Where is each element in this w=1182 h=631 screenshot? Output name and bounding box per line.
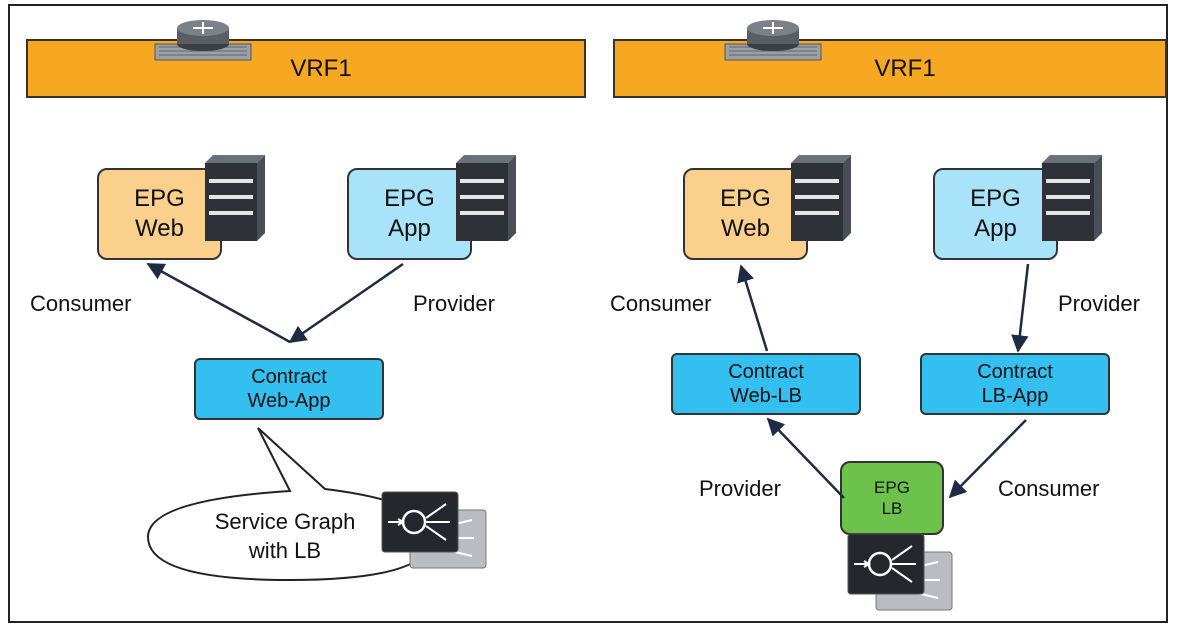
epg-web-left: EPG Web (97, 168, 222, 260)
arrow-app-to-contract-left (288, 262, 404, 344)
epg-lb: EPG LB (840, 461, 944, 535)
epg-lb-line2: LB (881, 499, 903, 518)
epg-web-left-line1: EPG (134, 185, 185, 212)
contract-web-app-line2: Web-App (247, 390, 331, 412)
service-graph-text: Service Graph with LB (185, 508, 385, 565)
vrf-bar-left: VRF1 (26, 39, 586, 98)
server-icon (205, 155, 265, 241)
vrf-label-left: VRF1 (290, 54, 352, 82)
vrf-label-right: VRF1 (874, 54, 936, 82)
server-icon (456, 155, 516, 241)
epg-app-left: EPG App (347, 168, 472, 260)
service-graph-line1: Service Graph (214, 509, 356, 534)
arrow-lb-to-contract-web-lb (766, 417, 845, 499)
router-icon (724, 20, 822, 61)
server-icon (791, 155, 851, 241)
epg-web-right-line1: EPG (720, 185, 771, 212)
arrow-app-to-contract-right (1011, 263, 1030, 353)
arrow-contract-to-web-right (737, 264, 769, 352)
diagram-frame (8, 4, 1168, 623)
epg-app-right-line2: App (974, 215, 1017, 242)
epg-app-left-line1: EPG (384, 185, 435, 212)
service-graph-line2: with LB (248, 537, 322, 563)
contract-web-app-line1: Contract (251, 366, 327, 388)
epg-web-left-line2: Web (135, 215, 184, 242)
contract-web-lb-line1: Contract (728, 361, 804, 383)
vrf-bar-right: VRF1 (613, 39, 1167, 98)
consumer-label-right-bottom: Consumer (998, 476, 1100, 501)
epg-web-right-line2: Web (721, 215, 770, 242)
arrow-contract-to-web-left (146, 262, 291, 344)
epg-web-right: EPG Web (683, 168, 808, 260)
provider-label-right-top: Provider (1058, 291, 1140, 316)
contract-lb-app-line2: LB-App (981, 385, 1049, 407)
provider-label-left: Provider (413, 291, 495, 316)
load-balancer-icon (847, 533, 953, 611)
epg-app-right-line1: EPG (970, 185, 1021, 212)
contract-web-lb-line2: Web-LB (730, 385, 802, 407)
epg-lb-line1: EPG (874, 477, 910, 497)
contract-lb-app-line1: Contract (977, 361, 1053, 383)
router-icon (154, 20, 252, 61)
epg-app-left-line2: App (388, 215, 431, 242)
consumer-label-right-top: Consumer (610, 291, 712, 316)
consumer-label-left: Consumer (30, 291, 132, 316)
provider-label-right-bottom: Provider (699, 476, 781, 501)
load-balancer-icon (381, 491, 487, 569)
arrow-contract-to-lb (948, 419, 1027, 499)
server-icon (1042, 155, 1102, 241)
